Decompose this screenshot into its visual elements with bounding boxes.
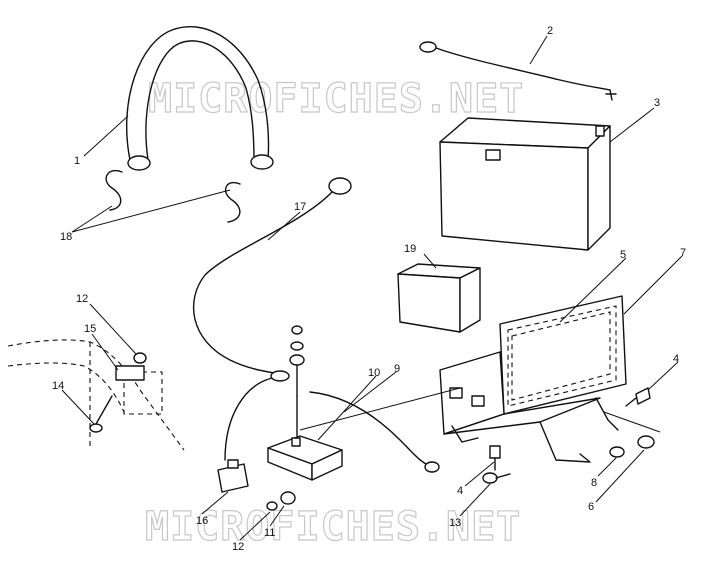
nut-lower: [266, 501, 278, 511]
assembly-line-1: [299, 387, 461, 431]
battery-pad: [397, 263, 481, 333]
assembly-line-2: [603, 411, 661, 433]
nut: [637, 435, 655, 449]
callout-18: 18: [60, 231, 72, 243]
battery-cable: [419, 41, 617, 101]
callout-10: 10: [368, 367, 380, 379]
callout-3: 3: [654, 97, 660, 109]
solenoid-cable: [309, 391, 431, 467]
nut-upper: [133, 352, 147, 364]
callout-2: 2: [547, 25, 553, 37]
washer: [609, 446, 625, 458]
callout-14: 14: [52, 380, 64, 392]
callout-12-upper: 12: [76, 293, 88, 305]
s-hooks: [105, 169, 241, 223]
callout-11: 11: [264, 527, 275, 539]
cable-ring-terminal: [424, 461, 440, 473]
battery: [439, 117, 611, 251]
battery-box: [439, 295, 627, 463]
cable-ring-upper: [270, 370, 290, 382]
callout-8: 8: [591, 477, 597, 489]
watermark-bottom: MICROFICHES.NET: [145, 504, 521, 550]
callout-16: 16: [196, 515, 208, 527]
bolt-13: [482, 472, 511, 484]
positive-cable: [192, 177, 352, 375]
solenoid: [267, 435, 343, 481]
callout-17: 17: [294, 201, 306, 213]
callout-5: 5: [620, 249, 626, 261]
stud-stack: [289, 325, 305, 437]
callout-13: 13: [449, 517, 461, 529]
connector: [217, 377, 273, 493]
battery-box-liner: [511, 311, 611, 401]
leader-lines: [61, 35, 683, 541]
callout-19: 19: [404, 243, 416, 255]
callout-1: 1: [74, 155, 80, 167]
screw-14: [89, 395, 113, 433]
watermark-top: MICROFICHES.NET: [148, 76, 524, 122]
callout-4-lower: 4: [457, 485, 463, 497]
frame: [7, 339, 185, 451]
callout-6: 6: [588, 501, 594, 513]
callout-12-lower: 12: [232, 541, 244, 553]
callout-9: 9: [394, 363, 400, 375]
bolt-lower: [489, 445, 501, 471]
washer-lower: [280, 491, 296, 505]
callout-4-right: 4: [673, 353, 679, 365]
bolt-right: [625, 387, 651, 407]
callout-7: 7: [680, 247, 686, 259]
battery-strap: [126, 26, 274, 171]
callout-15: 15: [84, 323, 96, 335]
